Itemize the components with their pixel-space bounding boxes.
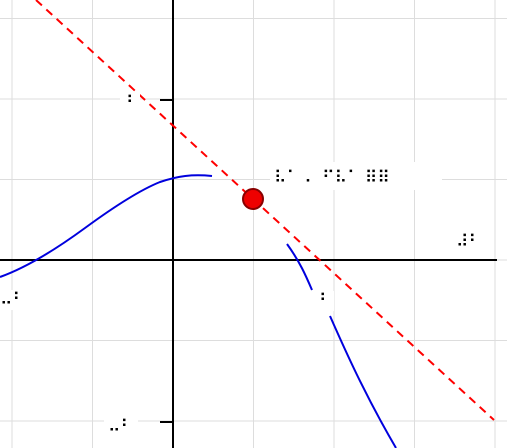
x-left-label-background [0, 290, 28, 310]
curve-left-segment [0, 174, 213, 278]
x-left-label: ⠤⠃ [0, 290, 25, 310]
curve-lower-segment [329, 315, 397, 448]
curve-right-segment [286, 243, 313, 291]
point-label: ⠧⠁ ⠄ ⠋⠧⠁ ⠿⠿ [274, 168, 390, 188]
y-lower-label: ⠤⠃ [108, 417, 133, 437]
tangent-line [35, 0, 495, 421]
y-upper-label: ⠃ [126, 93, 138, 113]
red-dot-icon[interactable] [242, 188, 264, 210]
x-near-origin-label: ⠃ [319, 291, 331, 311]
x-near-origin-label-background [316, 291, 334, 311]
y-upper-label-background [120, 92, 140, 110]
x-right-label-background [452, 230, 488, 252]
x-right-label: ⠼⠃ [456, 232, 481, 252]
y-lower-label-background [104, 414, 138, 436]
point-label-background [270, 162, 442, 190]
